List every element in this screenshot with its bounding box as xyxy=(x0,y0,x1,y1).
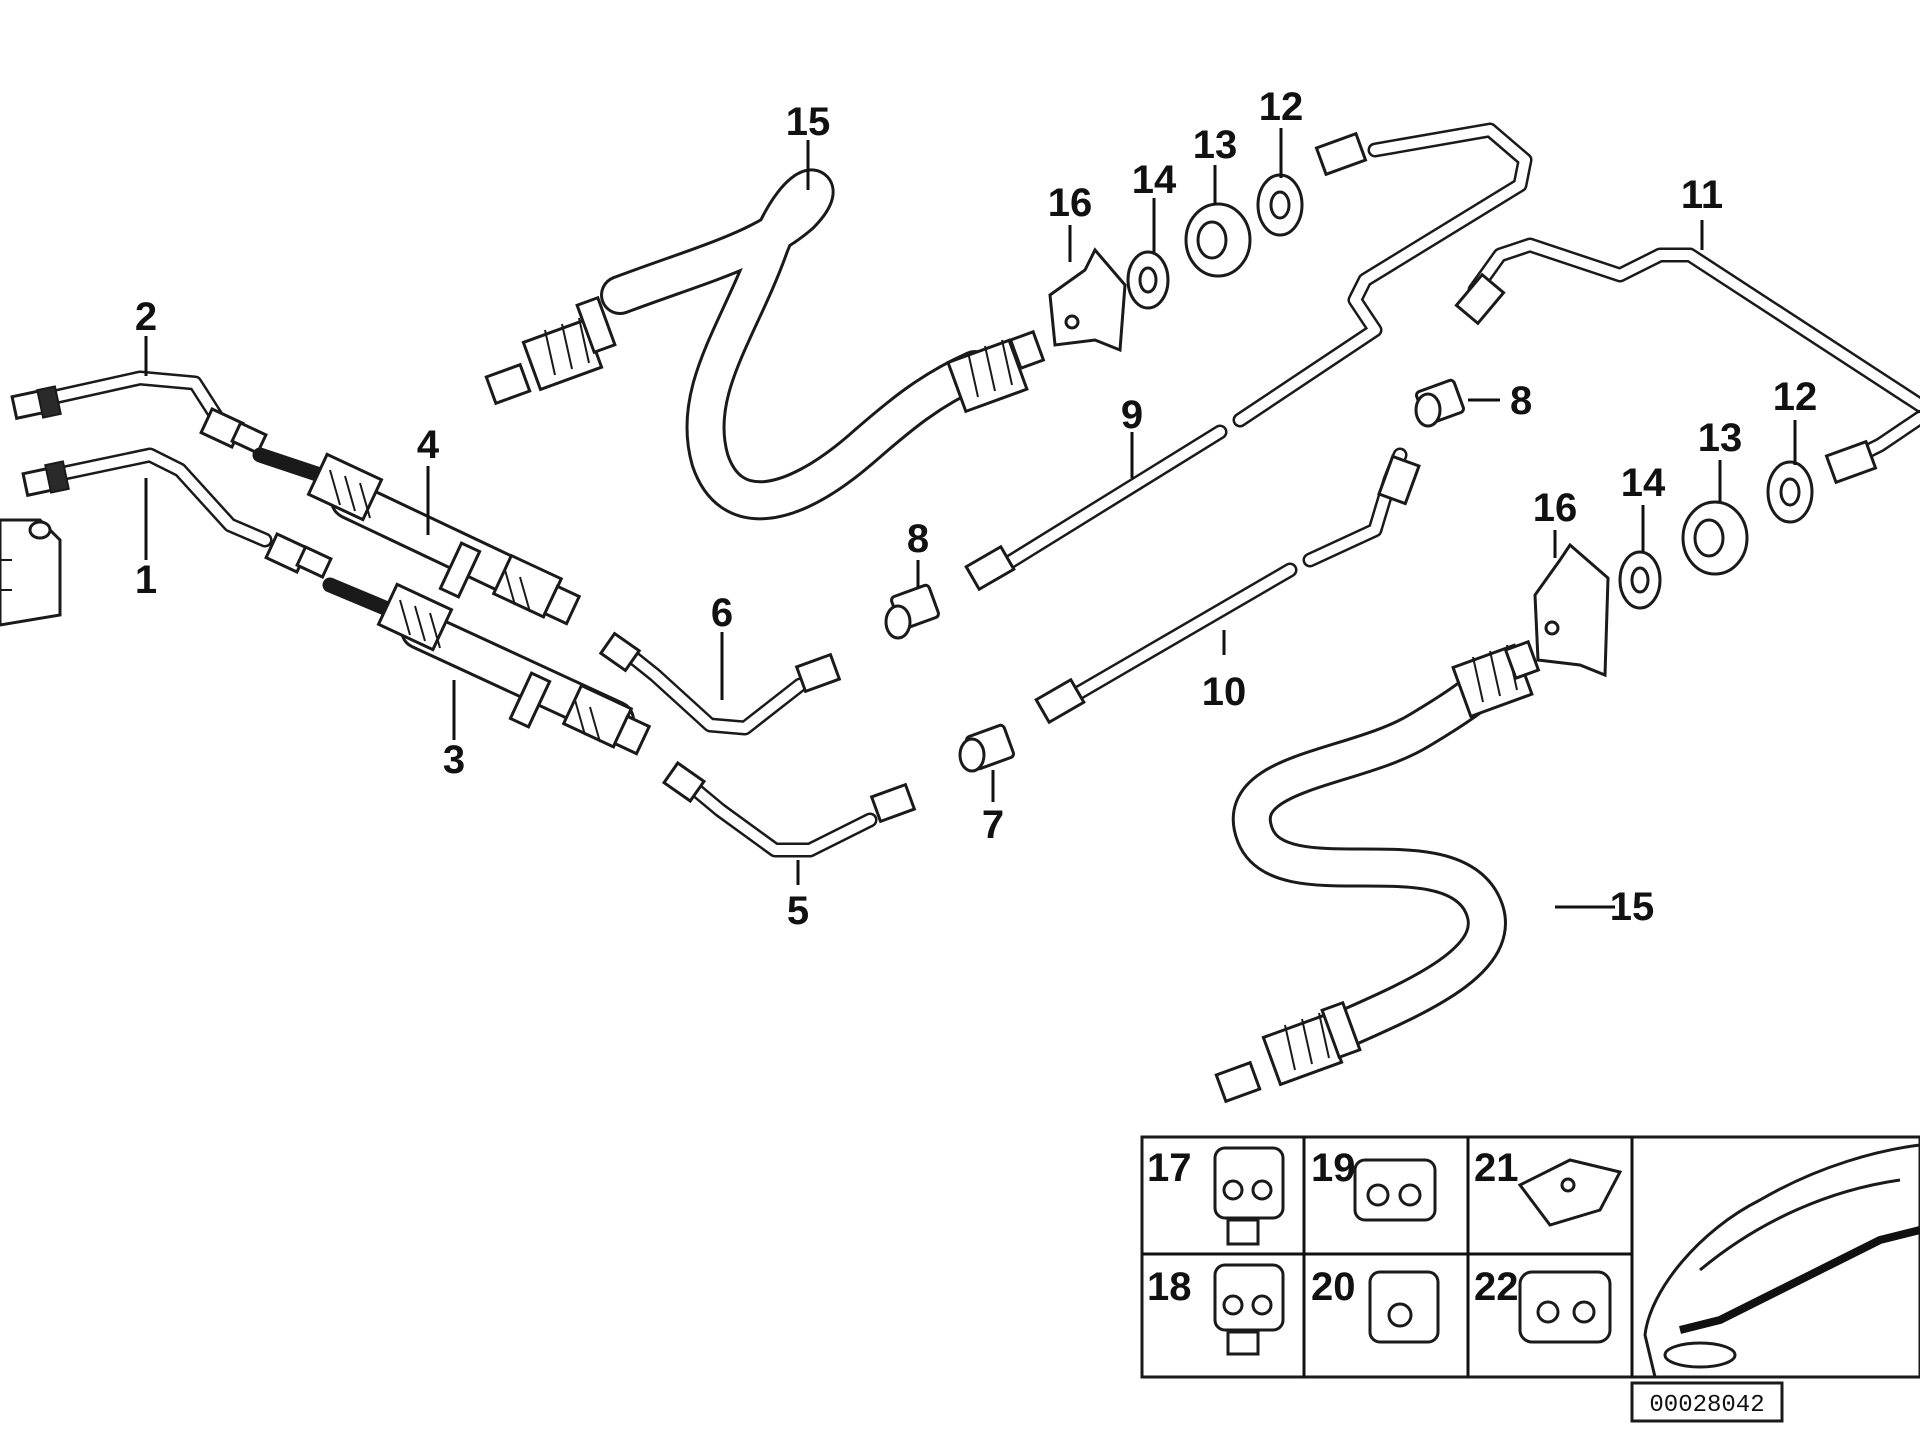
grommet-13-bottom xyxy=(1681,500,1749,576)
washer-14-top xyxy=(1126,250,1170,310)
hose-bracket-16-top xyxy=(1048,247,1127,353)
callout-16-top: 16 xyxy=(1048,181,1093,225)
callout-13-bottom: 13 xyxy=(1698,416,1743,460)
brake-hose-15-bottom xyxy=(1214,639,1541,1104)
master-cylinder-fragment xyxy=(0,518,62,627)
brake-pipe-10 xyxy=(1034,447,1421,725)
callout-10: 10 xyxy=(1202,670,1247,714)
union-nut-7 xyxy=(958,723,1015,773)
callout-5: 5 xyxy=(787,889,809,933)
pipe-clip-19-icon xyxy=(1353,1158,1437,1222)
callout-7: 7 xyxy=(982,803,1004,847)
pipe-clip-20-icon xyxy=(1368,1270,1440,1344)
callout-8-right: 8 xyxy=(1510,379,1532,423)
callouts: 1 2 3 4 5 6 7 8 8 9 10 11 12 12 13 13 14… xyxy=(135,85,1817,933)
union-nut-8-right xyxy=(1414,378,1465,428)
leader-lines xyxy=(144,128,1797,909)
diagram-reference-number: 00028042 xyxy=(1649,1392,1764,1419)
callout-12-bottom: 12 xyxy=(1773,375,1818,419)
brake-pipe-11 xyxy=(1454,237,1920,485)
hose-bracket-16-bottom xyxy=(1533,542,1610,678)
callout-15-bottom: 15 xyxy=(1610,885,1655,929)
brake-hose-15-top xyxy=(484,169,1046,521)
brake-pipe-9 xyxy=(964,122,1533,592)
callout-9: 9 xyxy=(1121,393,1143,437)
callout-14-bottom: 14 xyxy=(1621,461,1666,505)
callout-14-top: 14 xyxy=(1132,158,1177,202)
inset-label-19: 19 xyxy=(1311,1146,1356,1190)
grommet-13-top xyxy=(1184,202,1252,278)
pipe-clip-21-icon xyxy=(1517,1158,1623,1227)
inset-label-21: 21 xyxy=(1474,1146,1519,1190)
brake-hose-4 xyxy=(252,447,582,626)
washer-12-top xyxy=(1256,173,1304,237)
callout-12-top: 12 xyxy=(1259,85,1304,129)
callout-15-top: 15 xyxy=(786,100,831,144)
callout-3: 3 xyxy=(443,738,465,782)
pipe-clip-22-icon xyxy=(1518,1270,1612,1344)
pipe-clip-18-icon xyxy=(1213,1263,1285,1356)
brake-hose-3 xyxy=(322,577,652,756)
callout-16-bottom: 16 xyxy=(1533,486,1578,530)
brake-pipe-5 xyxy=(661,760,917,858)
union-nut-8-left xyxy=(884,583,940,640)
brake-pipe-2 xyxy=(10,370,268,455)
callout-2: 2 xyxy=(135,295,157,339)
callout-8-left: 8 xyxy=(907,517,929,561)
washer-12-bottom xyxy=(1766,460,1814,524)
clip-inset-grid: 17 19 21 18 20 22 xyxy=(1140,1135,1920,1379)
inset-label-18: 18 xyxy=(1147,1265,1192,1309)
callout-6: 6 xyxy=(711,591,733,635)
brake-pipe-1 xyxy=(21,447,333,579)
callout-1: 1 xyxy=(135,558,157,602)
callout-11: 11 xyxy=(1681,173,1723,217)
callout-13-top: 13 xyxy=(1193,123,1238,167)
car-outline-icon xyxy=(1643,1143,1920,1379)
inset-label-20: 20 xyxy=(1311,1265,1356,1309)
inset-label-17: 17 xyxy=(1147,1146,1192,1190)
washer-14-bottom xyxy=(1618,550,1662,610)
inset-label-22: 22 xyxy=(1474,1265,1519,1309)
diagram-reference-badge: 00028042 xyxy=(1630,1381,1784,1423)
callout-4: 4 xyxy=(417,423,440,467)
brake-pipe-6 xyxy=(598,631,842,736)
pipe-clip-17-icon xyxy=(1213,1146,1285,1246)
